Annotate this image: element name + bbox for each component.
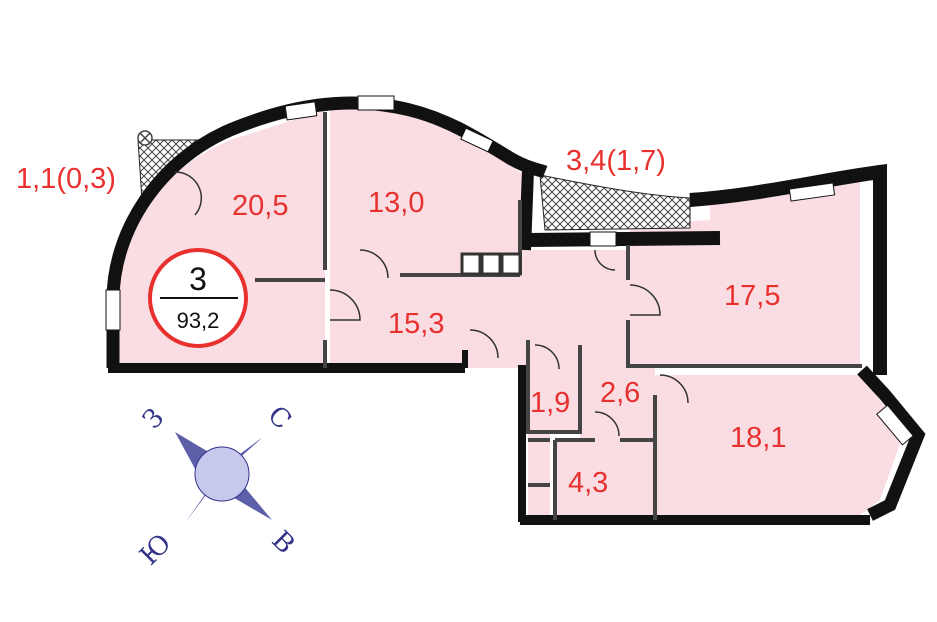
drain-icon: [137, 130, 153, 146]
bath-4-3-area: 4,3: [568, 467, 608, 499]
cabinet-2: [480, 252, 502, 276]
wall-balcony-large-left: [519, 169, 534, 251]
room-18-1-area: 18,1: [730, 422, 786, 454]
curved-wall-left: [106, 96, 548, 368]
window-6: [876, 404, 914, 446]
window-1: [105, 289, 121, 331]
badge-rooms-count: 3: [189, 261, 207, 297]
door-arc-7: [594, 411, 620, 437]
kitchen-cabinets: [460, 252, 522, 276]
room-fills: [115, 107, 905, 515]
window-2: [284, 101, 318, 121]
balcony-large-hatch: [539, 174, 691, 231]
door-arc-6: [659, 374, 689, 404]
cabinet-3: [500, 252, 522, 276]
window-4: [460, 127, 494, 153]
hall-15-3-area: 15,3: [388, 308, 444, 340]
window-5: [788, 182, 836, 202]
compass: З С Ю В: [134, 400, 300, 571]
bath-1-9-area: 1,9: [530, 387, 570, 419]
door-arc-9: [174, 171, 203, 216]
bath-4-3-fill: [555, 440, 655, 515]
cabinet-1: [460, 252, 482, 276]
room-17-5-area: 17,5: [724, 280, 780, 312]
room-13-0-fill: [330, 107, 530, 275]
balcony-small-area: 1,1(0,3): [16, 163, 116, 195]
wall-right-lower: [857, 365, 926, 521]
door-arc-5: [629, 284, 661, 316]
window-7: [589, 231, 617, 247]
exterior-walls: [106, 96, 926, 525]
room-20-5-area: 20,5: [232, 190, 288, 222]
compass-west: З: [137, 403, 170, 436]
balcony-large-area: 3,4(1,7): [566, 145, 666, 177]
door-swings: [174, 171, 689, 437]
apartment-badge: 3 93,2: [148, 248, 248, 348]
door-arc-2: [329, 289, 361, 321]
door-arc-1: [359, 249, 389, 279]
wall-right-curve: [689, 164, 887, 375]
door-arc-3: [469, 329, 499, 359]
door-arc-8: [594, 249, 616, 271]
compass-disc: [194, 446, 250, 502]
wall-balcony-large-bottom: [527, 231, 721, 247]
windows: [105, 95, 914, 446]
wall-bath-1-9: [526, 340, 582, 434]
compass-south: Ю: [134, 528, 177, 571]
compass-east: В: [265, 525, 300, 560]
window-3: [357, 95, 395, 111]
door-arc-4: [534, 344, 560, 370]
wall-storage: [528, 438, 550, 487]
corridor-2-6-area: 2,6: [600, 377, 640, 409]
room-18-1-fill: [655, 375, 905, 515]
storage-fill: [528, 432, 550, 515]
badge-total-area: 93,2: [177, 308, 220, 333]
compass-north: С: [261, 400, 296, 435]
room-13-0-area: 13,0: [368, 187, 424, 219]
